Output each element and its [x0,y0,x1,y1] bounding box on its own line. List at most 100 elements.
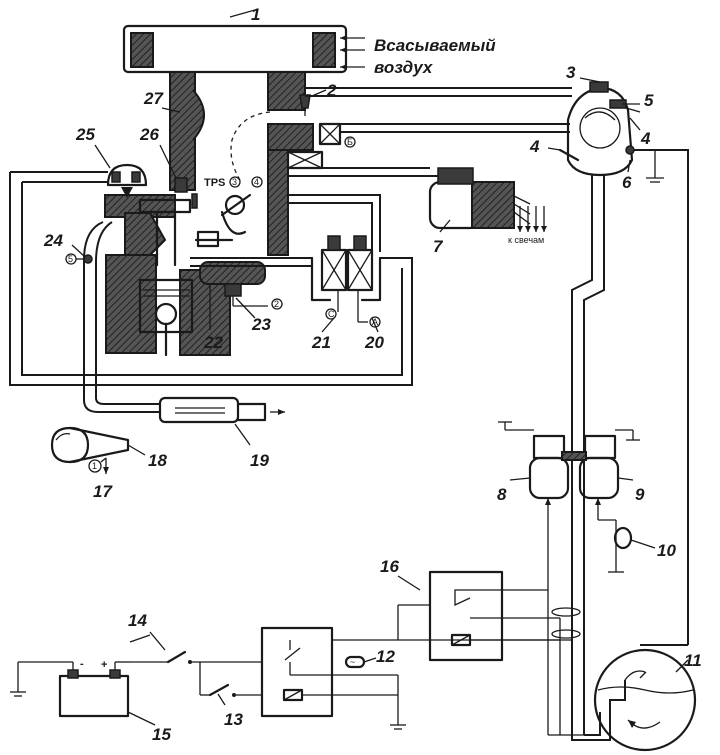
tps-label: TPS [204,177,225,189]
starter-switch-13 [208,683,230,697]
circle-mark-2-label: 2 [274,299,279,309]
main-relay: ~ [260,626,560,730]
air-arrow-head-2 [340,47,347,53]
callout-23: 23 [251,315,271,334]
manifold-wall-left [169,71,196,191]
fuel-level [597,686,694,694]
switches [129,634,262,697]
callout-4-right: 4 [640,129,651,148]
intake-air-label-line2: воздух [374,58,434,77]
relay-16-box [428,570,504,662]
callout-1: 1 [251,5,260,24]
callout-19: 19 [250,451,269,470]
air-filter-element-left [130,32,154,68]
spark-plugs-label: к свечам [508,235,544,245]
exhaust-pipe-outer [83,221,160,413]
vacuum-and-fuel-lines [288,87,689,735]
air-flow-path [230,111,271,181]
distributor-rotor [579,107,621,149]
throttle-valve [224,194,246,216]
exhaust-pipe-inner [95,221,160,405]
callout-25: 25 [75,125,95,144]
manifold-bulge-27 [192,89,205,141]
cylinder-wall-left [105,254,157,354]
callout-leader-1 [229,9,256,18]
piston-pin [154,302,178,326]
callout-11: 11 [684,651,702,670]
knock-sensor-24 [83,254,93,264]
fuel-tank-11 [593,648,697,752]
fuel-pressure-sensor [598,519,633,573]
ignition-coil-connector [437,167,474,185]
intake-manifold: Б 3 4 TPS [169,71,356,256]
fuel-filter-8 [528,456,570,500]
map-sensor-box [318,122,342,146]
circle-mark-5-label: 5 [68,254,73,264]
circle-mark-a [369,316,381,328]
circle-mark-4 [251,176,263,188]
oxygen-sensor-cap [106,163,148,187]
circle-mark-3 [229,176,241,188]
engine-block: 2 [104,194,283,357]
exhaust-system [83,221,285,424]
tailpipe [236,402,267,422]
combustion-chamber-wall [124,212,167,256]
callout-4-left: 4 [529,137,540,156]
ignition-coil-module [471,181,515,229]
callout-24: 24 [43,231,63,250]
ignition-switch-14 [166,650,187,664]
callout-27: 27 [143,89,164,108]
svg-text:~: ~ [350,657,355,667]
fuel-filters [498,421,640,590]
distributor-body-3 [566,86,634,177]
fuel-tank [547,590,697,752]
callout-2: 2 [326,81,337,100]
callout-12: 12 [376,647,395,666]
fuel-pump-relay [397,570,572,662]
cooling-loop-outer [9,172,413,386]
air-filter-element-right [312,32,336,68]
fuel-supply-line [571,175,593,735]
throttle-body-upper [267,123,314,151]
callout-13: 13 [224,710,243,729]
callout-5: 5 [644,91,654,110]
throttle-body-wall [267,149,289,256]
circle-mark-1 [88,459,102,473]
fuel-rail-connector [196,230,220,248]
fuel-filter-9 [578,456,620,500]
callout-7: 7 [433,237,444,256]
coolant-temp-sensor-23 [224,283,242,297]
connector-4-left [558,148,580,162]
cooling-loop-inner [21,182,403,376]
callout-10: 10 [657,541,676,560]
distributor-cap [589,81,609,93]
callout-20: 20 [364,333,384,352]
main-relay-box [260,626,334,718]
callout-22: 22 [203,333,223,352]
callout-6: 6 [622,173,632,192]
sensor-line [634,149,689,645]
callout-15: 15 [152,725,171,744]
callout-leaders [71,77,689,726]
fuel-filter-8-top [532,434,566,460]
manifold-wall-right-top [267,71,306,111]
callout-21: 21 [311,333,331,352]
air-filter [122,9,365,74]
callout-26: 26 [139,125,159,144]
battery-plus-label: + [101,659,107,671]
callout-8: 8 [497,485,507,504]
battery: - + [10,658,130,718]
pressure-sensor-10 [613,526,633,550]
exhaust-valve-port [138,198,192,214]
distributor-sensor-6 [625,145,635,155]
circle-mark-a-label: А [372,317,378,327]
battery-15 [58,674,130,718]
speed-sensor: 1 [50,426,130,474]
circle-mark-1-label: 1 [92,461,97,471]
tps-sensor [191,193,198,209]
circle-mark-3-label: 3 [232,177,237,187]
fuel-return-line [583,175,605,735]
fuel-filter-9-top [583,434,617,460]
egr-valve-26 [174,177,188,193]
